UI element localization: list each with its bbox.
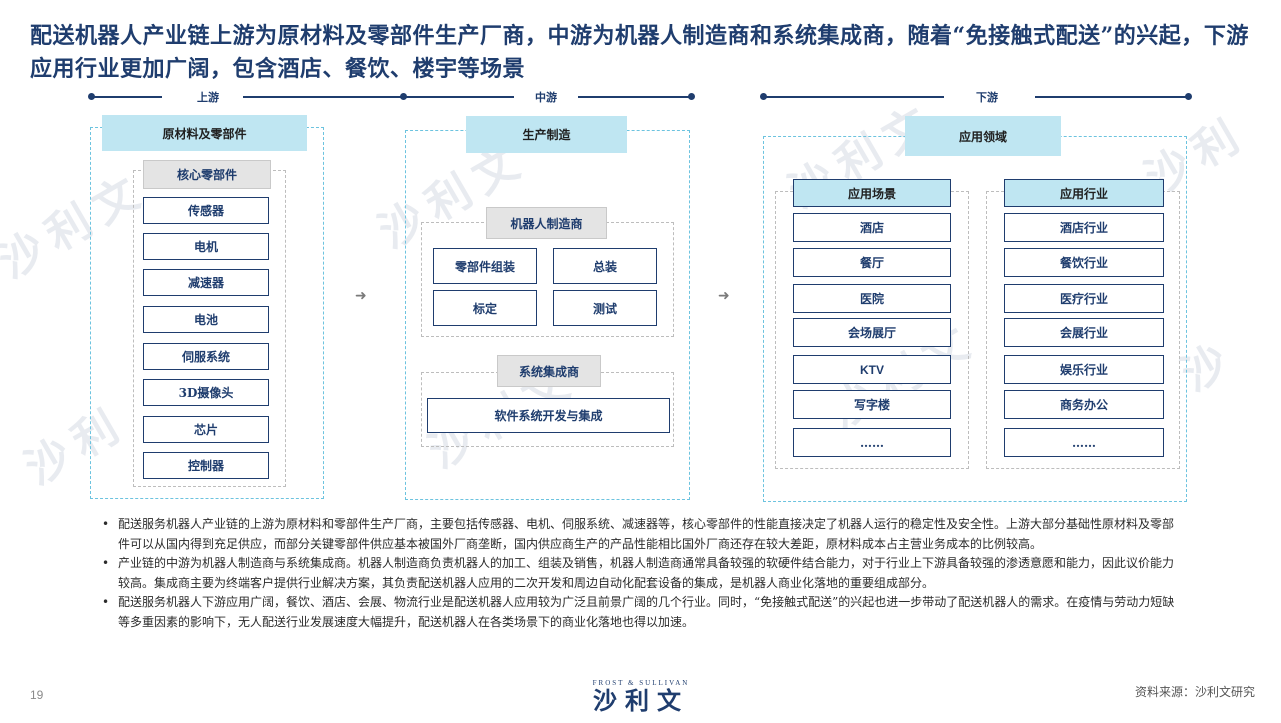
component-box: 减速器: [143, 269, 269, 296]
source-note: 资料来源：沙利文研究: [1134, 685, 1255, 699]
component-box: 伺服系统: [143, 343, 269, 370]
logo-english: FROST & SULLIVAN: [592, 679, 690, 687]
stage-dot: [1185, 93, 1192, 100]
stage-dot: [88, 93, 95, 100]
stage-line: [92, 96, 162, 98]
manufacturing-step-box: 测试: [553, 290, 657, 326]
stage-line: [578, 96, 690, 98]
bullet-item: 配送服务机器人产业链的上游为原材料和零部件生产厂商，主要包括传感器、电机、伺服系…: [100, 515, 1185, 554]
scene-box: 医院: [793, 284, 951, 313]
frost-sullivan-logo: FROST & SULLIVAN 沙利文: [585, 679, 697, 719]
manufacturing-step-box: 标定: [433, 290, 537, 326]
stage-label-midstream: 中游: [535, 91, 557, 104]
logo-chinese: 沙利文: [593, 686, 689, 715]
flow-arrow: ➜: [355, 288, 367, 304]
scene-box: ……: [793, 428, 951, 457]
scene-box: 会场展厅: [793, 318, 951, 347]
component-box: 芯片: [143, 416, 269, 443]
stage-line: [243, 96, 403, 98]
summary-bullets: 配送服务机器人产业链的上游为原材料和零部件生产厂商，主要包括传感器、电机、伺服系…: [100, 515, 1185, 632]
integration-box: 软件系统开发与集成: [427, 398, 670, 433]
component-box: 传感器: [143, 197, 269, 224]
page-number: 19: [30, 688, 44, 702]
component-box: 电机: [143, 233, 269, 260]
scene-box: 酒店: [793, 213, 951, 242]
industry-box: 酒店行业: [1004, 213, 1164, 242]
stage-line: [1035, 96, 1187, 98]
bullet-item: 配送服务机器人下游应用广阔，餐饮、酒店、会展、物流行业是配送机器人应用较为广泛且…: [100, 593, 1185, 632]
industry-box: ……: [1004, 428, 1164, 457]
stage-line: [404, 96, 514, 98]
component-box: 3D摄像头: [143, 379, 269, 406]
midstream-header: 生产制造: [466, 116, 627, 153]
bullet-item: 产业链的中游为机器人制造商与系统集成商。机器人制造商负责机器人的加工、组装及销售…: [100, 554, 1185, 593]
industry-box: 医疗行业: [1004, 284, 1164, 313]
core-components-header: 核心零部件: [143, 160, 271, 189]
flow-arrow: ➜: [718, 288, 730, 304]
industry-box: 会展行业: [1004, 318, 1164, 347]
integrator-header: 系统集成商: [497, 355, 601, 387]
scene-box: KTV: [793, 355, 951, 384]
component-box: 电池: [143, 306, 269, 333]
downstream-header: 应用领域: [905, 116, 1061, 156]
upstream-header: 原材料及零部件: [102, 115, 307, 151]
scene-box: 写字楼: [793, 390, 951, 419]
stage-dot: [400, 93, 407, 100]
stage-label-upstream: 上游: [197, 91, 219, 104]
manufacturer-header: 机器人制造商: [486, 207, 607, 239]
industries-header: 应用行业: [1004, 179, 1164, 207]
industry-box: 娱乐行业: [1004, 355, 1164, 384]
scenes-header: 应用场景: [793, 179, 951, 207]
page-title: 配送机器人产业链上游为原材料及零部件生产厂商，中游为机器人制造商和系统集成商，随…: [30, 23, 1249, 82]
stage-dot: [688, 93, 695, 100]
scene-box: 餐厅: [793, 248, 951, 277]
stage-dot: [760, 93, 767, 100]
manufacturing-step-box: 零部件组装: [433, 248, 537, 284]
industry-box: 商务办公: [1004, 390, 1164, 419]
industry-box: 餐饮行业: [1004, 248, 1164, 277]
component-box: 控制器: [143, 452, 269, 479]
stage-line: [764, 96, 944, 98]
manufacturing-step-box: 总装: [553, 248, 657, 284]
stage-label-downstream: 下游: [976, 91, 998, 104]
